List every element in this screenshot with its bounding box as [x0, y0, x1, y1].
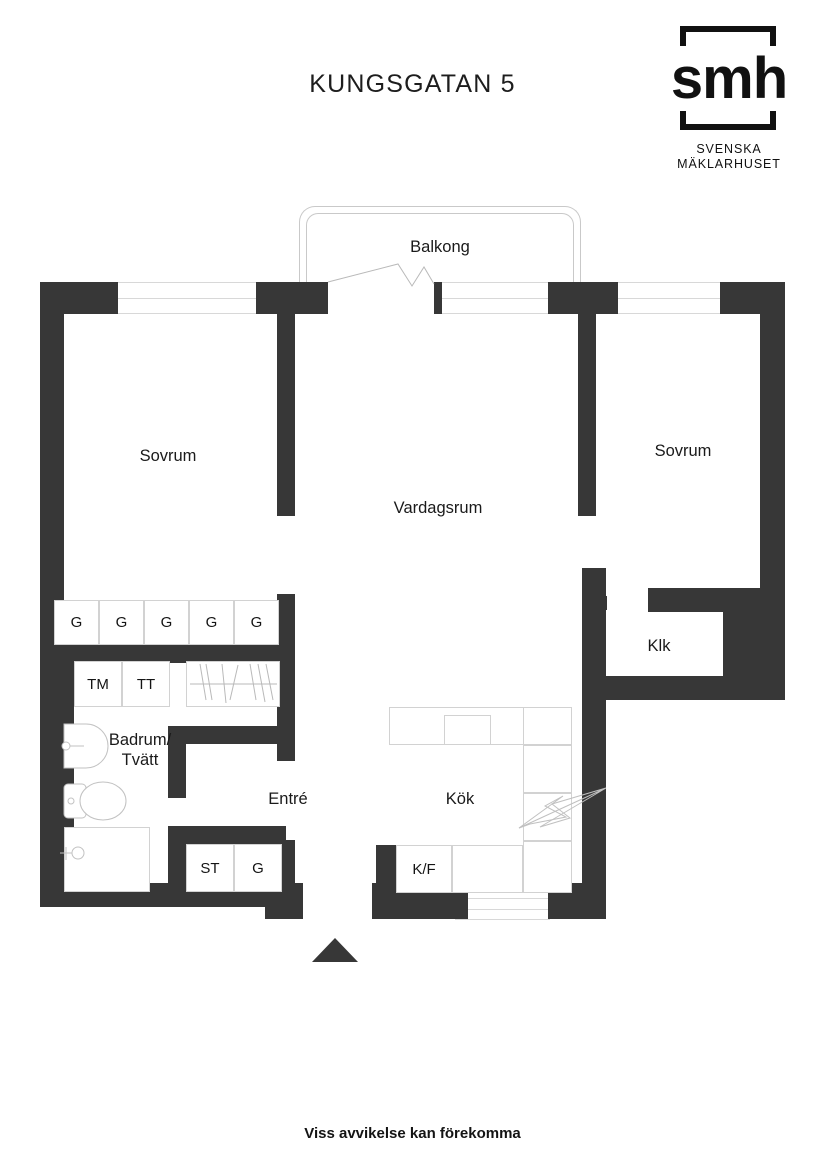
wall-closet-row-bottom — [40, 645, 290, 663]
kitchen-counter-corner-top — [523, 707, 572, 745]
room-label-entre: Entré — [268, 790, 308, 808]
wall-bathroom-right-upper — [168, 726, 186, 798]
wall-bedroom-left-divider — [277, 282, 295, 516]
closet-cell-g-2: G — [99, 600, 144, 645]
wall-storage-top — [168, 826, 286, 844]
wall-klk-door-stub — [593, 596, 607, 610]
room-label-klk: Klk — [647, 637, 671, 655]
wardrobe-rail-box — [186, 661, 280, 707]
wall-bathroom-top-right — [168, 726, 280, 744]
logo-subtitle-line1: SVENSKA — [696, 142, 762, 156]
window-right-bedroom — [614, 282, 724, 314]
room-label-sovrum-right: Sovrum — [654, 442, 712, 460]
entrance-arrow-icon — [312, 938, 358, 962]
appliance-cell-tt: TT — [122, 661, 170, 707]
logo-subtitle-line2: MÄKLARHUSET — [677, 157, 781, 171]
wall-kitchen-right-vertical — [582, 676, 606, 907]
wall-right-lower-horizontal — [582, 676, 785, 700]
storage-cell-st: ST — [186, 844, 234, 892]
appliance-cell-fridge: K/F — [396, 845, 452, 893]
wall-closet-row-right — [277, 594, 295, 663]
wall-right-exterior-upper — [760, 282, 785, 612]
room-label-sovrum-left: Sovrum — [139, 447, 197, 465]
kitchen-counter-bottom — [452, 845, 523, 893]
page-title: KUNGSGATAN 5 — [309, 70, 516, 98]
kitchen-counter-right-3 — [523, 841, 572, 893]
window-left-bedroom — [118, 282, 263, 314]
wall-left-stub — [64, 645, 74, 665]
wall-klk-left-vertical — [582, 568, 606, 700]
logo-subtitle: SVENSKA MÄKLARHUSET — [666, 142, 792, 172]
room-label-badrum-line1: Badrum/ — [108, 731, 172, 749]
kitchen-stove — [444, 715, 491, 745]
company-logo: smh SVENSKA MÄKLARHUSET — [666, 26, 792, 181]
appliance-cell-tm: TM — [74, 661, 122, 707]
window-living-room — [434, 282, 549, 314]
closet-cell-g-4: G — [189, 600, 234, 645]
kitchen-counter-right-1 — [523, 745, 572, 793]
logo-wordmark-text: smh — [669, 46, 788, 111]
wall-top-balcony-jamb — [434, 282, 442, 314]
closet-cell-g-3: G — [144, 600, 189, 645]
room-label-badrum-line2: Tvätt — [121, 751, 159, 769]
wall-hallway-right-upper — [277, 663, 295, 761]
storage-cell-g: G — [234, 844, 282, 892]
logo-wordmark: smh — [666, 46, 792, 111]
window-kitchen-bottom — [455, 898, 550, 920]
wall-bedroom-right-divider — [578, 282, 596, 516]
wall-fridge-left-jamb — [376, 845, 396, 893]
footer-disclaimer: Viss avvikelse kan förekomma — [304, 1125, 521, 1142]
closet-cell-g-1: G — [54, 600, 99, 645]
closet-cell-g-5: G — [234, 600, 279, 645]
room-label-vardagsrum: Vardagsrum — [393, 499, 483, 517]
kitchen-counter-right-2 — [523, 793, 572, 841]
room-label-kok: Kök — [445, 790, 475, 808]
bathroom-shower-area — [64, 827, 150, 892]
room-label-balkong: Balkong — [410, 238, 470, 256]
